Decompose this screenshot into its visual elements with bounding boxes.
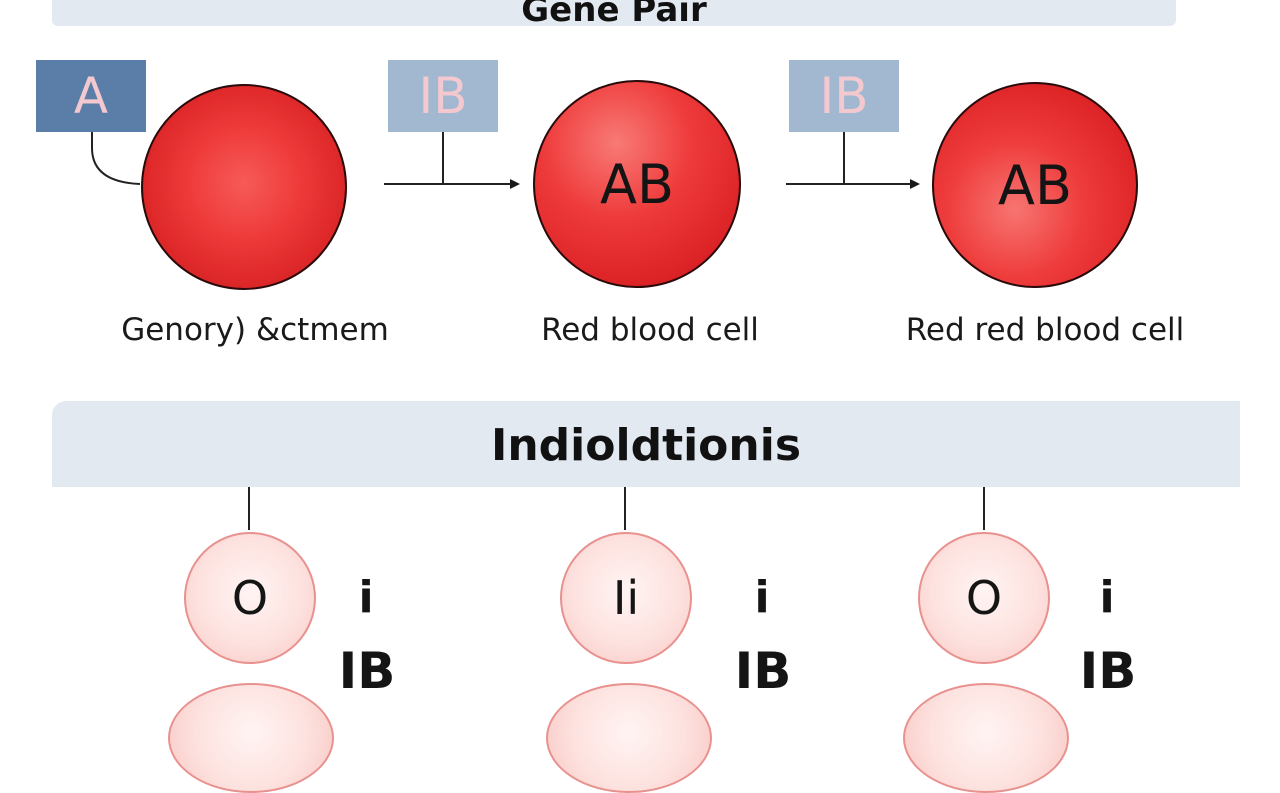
allele-tag-a: A [36, 60, 146, 132]
top-banner: Gene Pair [52, 0, 1176, 30]
genotype-circle-1-label: O [231, 571, 269, 625]
allele-tag-ib-2-label: IB [819, 67, 869, 125]
genotype-circle-3-label: O [965, 571, 1003, 625]
caption-2: Red blood cell [541, 312, 759, 348]
section-title: Indioldtionis [490, 420, 802, 471]
allele-i-2: i [754, 572, 770, 623]
genotype-circle-1: O [184, 532, 316, 664]
caption-3: Red red blood cell [905, 312, 1185, 348]
allele-tag-ib-1: IB [388, 60, 498, 132]
red-blood-cell-1 [141, 84, 347, 290]
connector-a-to-cell [91, 131, 141, 185]
genotype-circle-2-label: Ii [612, 571, 640, 625]
allele-ib-3: IB [1079, 642, 1137, 700]
allele-i-3: i [1099, 572, 1115, 623]
red-blood-cell-2-label: AB [600, 152, 674, 216]
lower-circle-2 [546, 683, 712, 793]
lower-circle-3 [903, 683, 1069, 793]
allele-ib-1: IB [338, 642, 396, 700]
top-banner-title: Gene Pair [521, 0, 707, 30]
red-blood-cell-2: AB [533, 80, 741, 288]
allele-tag-ib-1-label: IB [418, 67, 468, 125]
caption-1: Genory) &ctmem [121, 312, 389, 348]
genotype-circle-3: O [918, 532, 1050, 664]
red-blood-cell-3-label: AB [998, 153, 1072, 217]
lower-circle-1 [168, 683, 334, 793]
allele-tag-ib-2: IB [789, 60, 899, 132]
allele-i-1: i [358, 572, 374, 623]
connector-lines [91, 131, 985, 530]
allele-ib-2: IB [734, 642, 792, 700]
genotype-circle-2: Ii [560, 532, 692, 664]
red-blood-cell-3: AB [932, 82, 1138, 288]
allele-tag-a-label: A [73, 67, 109, 125]
section-banner: Indioldtionis [52, 401, 1240, 487]
